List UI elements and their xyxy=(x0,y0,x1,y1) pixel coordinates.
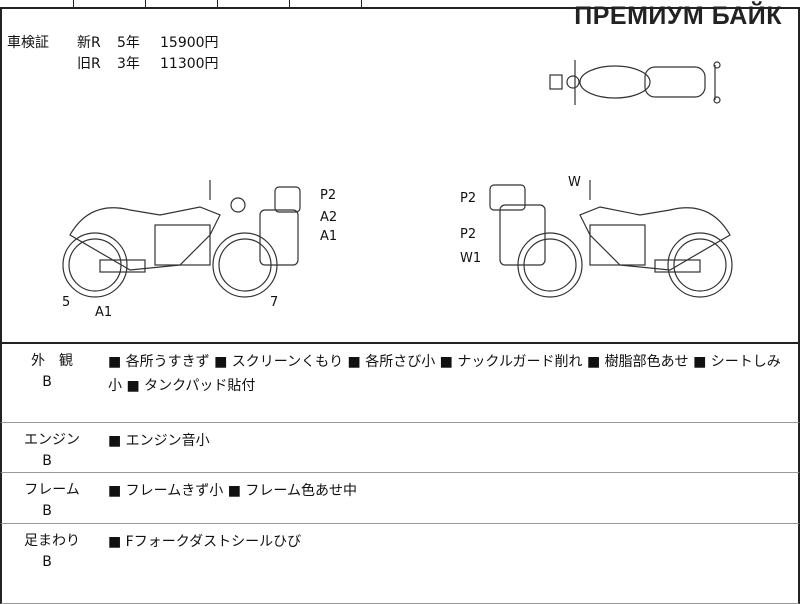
new-years: 5年 xyxy=(117,35,140,51)
section-notes: ■ フレームきず小 ■ フレーム色あせ中 xyxy=(108,483,357,499)
section-notes: ■ Fフォークダストシールひび xyxy=(108,534,302,550)
section-grade: B xyxy=(42,453,52,469)
right-side-motorcycle xyxy=(489,180,733,298)
damage-label: P2 xyxy=(460,227,477,242)
section-grade: B xyxy=(42,374,52,390)
section-category: 外 観 xyxy=(31,353,73,369)
section-grade: B xyxy=(42,503,52,519)
diagram-panel xyxy=(0,8,800,344)
section-exterior: 外 観 B ■ 各所うすきず ■ スクリーンくもり ■ 各所さび小 ■ ナックル… xyxy=(0,344,800,423)
old-price: 11300円 xyxy=(160,56,219,72)
section-category: エンジン xyxy=(24,432,80,448)
brand-logo: ПРЕМИУМ БАЙК xyxy=(574,2,782,30)
damage-label: W xyxy=(568,175,581,190)
section-notes: ■ エンジン音小 xyxy=(108,433,210,449)
old-years: 3年 xyxy=(117,56,140,72)
section-notes: ■ 各所うすきず ■ スクリーンくもり ■ 各所さび小 ■ ナックルガード削れ … xyxy=(108,354,781,394)
top-cells xyxy=(0,0,800,9)
damage-label: 5 xyxy=(62,295,71,310)
damage-label: A1 xyxy=(320,229,338,244)
section-suspension: 足まわり B ■ Fフォークダストシールひび xyxy=(0,524,800,604)
section-grade: B xyxy=(42,554,52,570)
section-engine: エンジン B ■ エンジン音小 xyxy=(0,423,800,473)
damage-label: P2 xyxy=(320,188,337,203)
new-type: 新R xyxy=(77,35,101,51)
new-price: 15900円 xyxy=(160,35,219,51)
damage-label: A1 xyxy=(95,305,113,320)
top-view-motorcycle xyxy=(549,60,721,105)
damage-label: W1 xyxy=(460,251,482,266)
damage-label: P2 xyxy=(460,191,477,206)
section-frame: フレーム B ■ フレームきず小 ■ フレーム色あせ中 xyxy=(0,473,800,524)
left-side-motorcycle xyxy=(62,180,301,298)
old-type: 旧R xyxy=(77,56,101,72)
section-category: フレーム xyxy=(24,482,80,498)
damage-label: A2 xyxy=(320,210,338,225)
section-category: 足まわり xyxy=(24,533,80,549)
inspection-label: 車検証 xyxy=(7,35,49,51)
damage-label: 7 xyxy=(270,295,279,310)
